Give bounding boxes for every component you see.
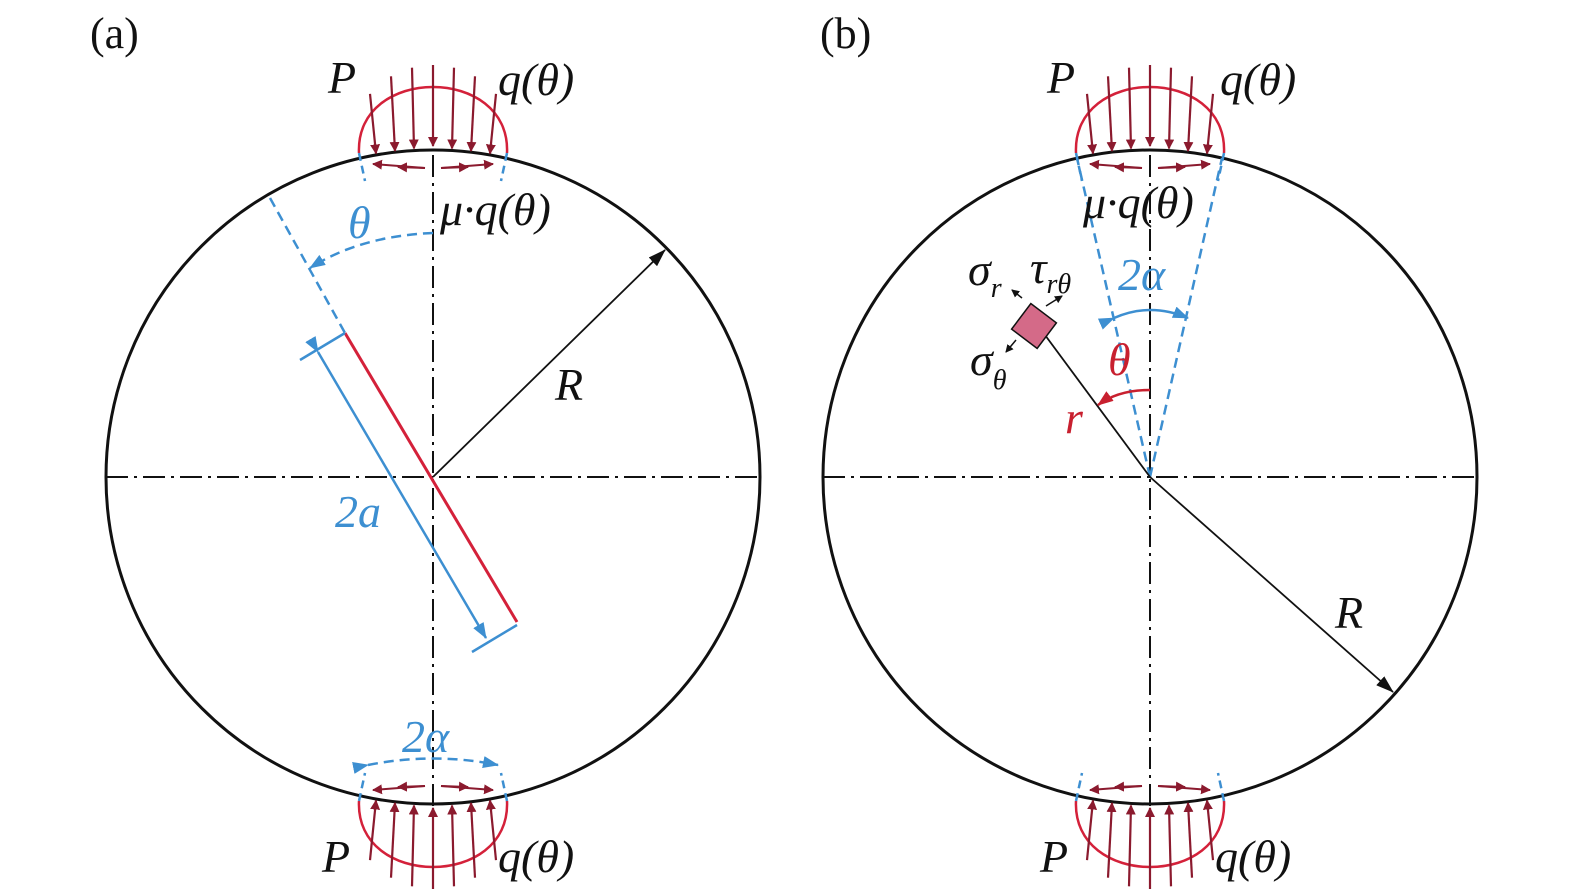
panel-b-tag: (b) (820, 9, 871, 58)
load-edge-dash (499, 152, 509, 182)
friction-label: μ·q(θ) (1082, 177, 1194, 228)
subscript-theta: θ (993, 365, 1007, 396)
dimension-tick (471, 623, 518, 654)
friction-arrow (1114, 781, 1143, 792)
load-edge-dash (1074, 772, 1084, 802)
load-width-arc (1097, 306, 1189, 330)
crack-length-dimension (305, 336, 488, 639)
radius-arrow (432, 249, 666, 478)
load-arrow (389, 802, 400, 878)
dimension-tick (299, 331, 346, 362)
theta-label: θ (348, 197, 371, 248)
load-q-top: q(θ) (498, 54, 574, 105)
radial-line (1044, 334, 1151, 478)
load-arrow (408, 67, 419, 150)
load-q-top: q(θ) (1220, 54, 1296, 105)
stress-arrow (1005, 339, 1017, 353)
friction-arrow (440, 159, 494, 170)
subscript-rtheta: rθ (1046, 269, 1071, 300)
load-arrow (1106, 802, 1117, 878)
load-arrow (447, 804, 458, 887)
load-arrow (1183, 802, 1194, 878)
sigma-r-label: σr (968, 244, 1002, 304)
friction-arrow (1157, 159, 1211, 170)
load-arrow (1164, 804, 1175, 887)
theta-arc (309, 231, 434, 270)
load-edge-dash (357, 772, 367, 802)
radius-arrow (1149, 476, 1394, 693)
load-arrow (485, 799, 498, 861)
tau-symbol: τ (1030, 242, 1048, 293)
stress-element (1010, 302, 1058, 350)
load-q-bottom: q(θ) (498, 831, 574, 882)
load-p-bottom: P (321, 831, 350, 882)
load-width-label: 2α (1118, 249, 1166, 300)
load-arrow (389, 76, 400, 152)
friction-arrow (1114, 162, 1143, 173)
load-distributions (357, 65, 509, 889)
load-width-label: 2α (402, 711, 450, 762)
load-arrow (1125, 804, 1136, 887)
load-arrow (368, 799, 381, 861)
friction-arrow (397, 162, 426, 173)
tau-label: τrθ (1030, 242, 1071, 300)
load-edge-dash (1074, 152, 1084, 182)
load-edge-dash (499, 772, 509, 802)
load-edge-dash (1216, 772, 1226, 802)
load-arrow (1202, 799, 1215, 861)
load-edge-dash (357, 152, 367, 182)
subscript-r: r (991, 273, 1002, 304)
load-p-top: P (327, 52, 356, 103)
r-label: r (1065, 392, 1084, 443)
load-distributions (1074, 65, 1226, 889)
load-arrow (485, 93, 498, 155)
load-arrow (466, 76, 477, 152)
load-edge-dash (1216, 152, 1226, 182)
friction-arrow (440, 784, 494, 795)
sigma-symbol: σ (968, 244, 993, 295)
load-arrow (1106, 76, 1117, 152)
panel-b: (b) 2α σr τrθ σθ θ r R P q(θ) μ·q(θ) P q… (820, 9, 1479, 889)
theta-arc (1097, 388, 1151, 407)
theta-label: θ (1108, 334, 1131, 385)
load-arrow (1164, 67, 1175, 150)
sigma-symbol: σ (970, 334, 995, 385)
crack-orientation-line (268, 197, 347, 334)
panel-a-tag: (a) (90, 9, 139, 58)
stress-arrow (1011, 289, 1023, 299)
load-arrow (1125, 67, 1136, 150)
load-arrow (1202, 93, 1215, 155)
stress-arrow (1045, 295, 1063, 307)
load-arrow (408, 804, 419, 887)
load-width-arc (352, 756, 499, 774)
crack-length-label: 2a (335, 486, 381, 537)
load-p-bottom: P (1039, 831, 1068, 882)
load-q-bottom: q(θ) (1215, 831, 1291, 882)
load-p-top: P (1046, 52, 1075, 103)
friction-label: μ·q(θ) (439, 184, 551, 235)
load-arrow (1085, 799, 1098, 861)
load-arrow (466, 802, 477, 878)
load-arrow (1085, 93, 1098, 155)
load-arrow (1183, 76, 1194, 152)
panel-a: (a) 2a θ R 2α P q(θ) μ·q(θ) P q(θ) (90, 9, 762, 889)
friction-arrow (1157, 784, 1211, 795)
load-arrow (447, 67, 458, 150)
friction-arrow (397, 781, 426, 792)
radius-label: R (1334, 587, 1363, 638)
load-arrow (368, 93, 381, 155)
radius-label: R (554, 359, 583, 410)
sigma-theta-label: σθ (970, 334, 1007, 396)
